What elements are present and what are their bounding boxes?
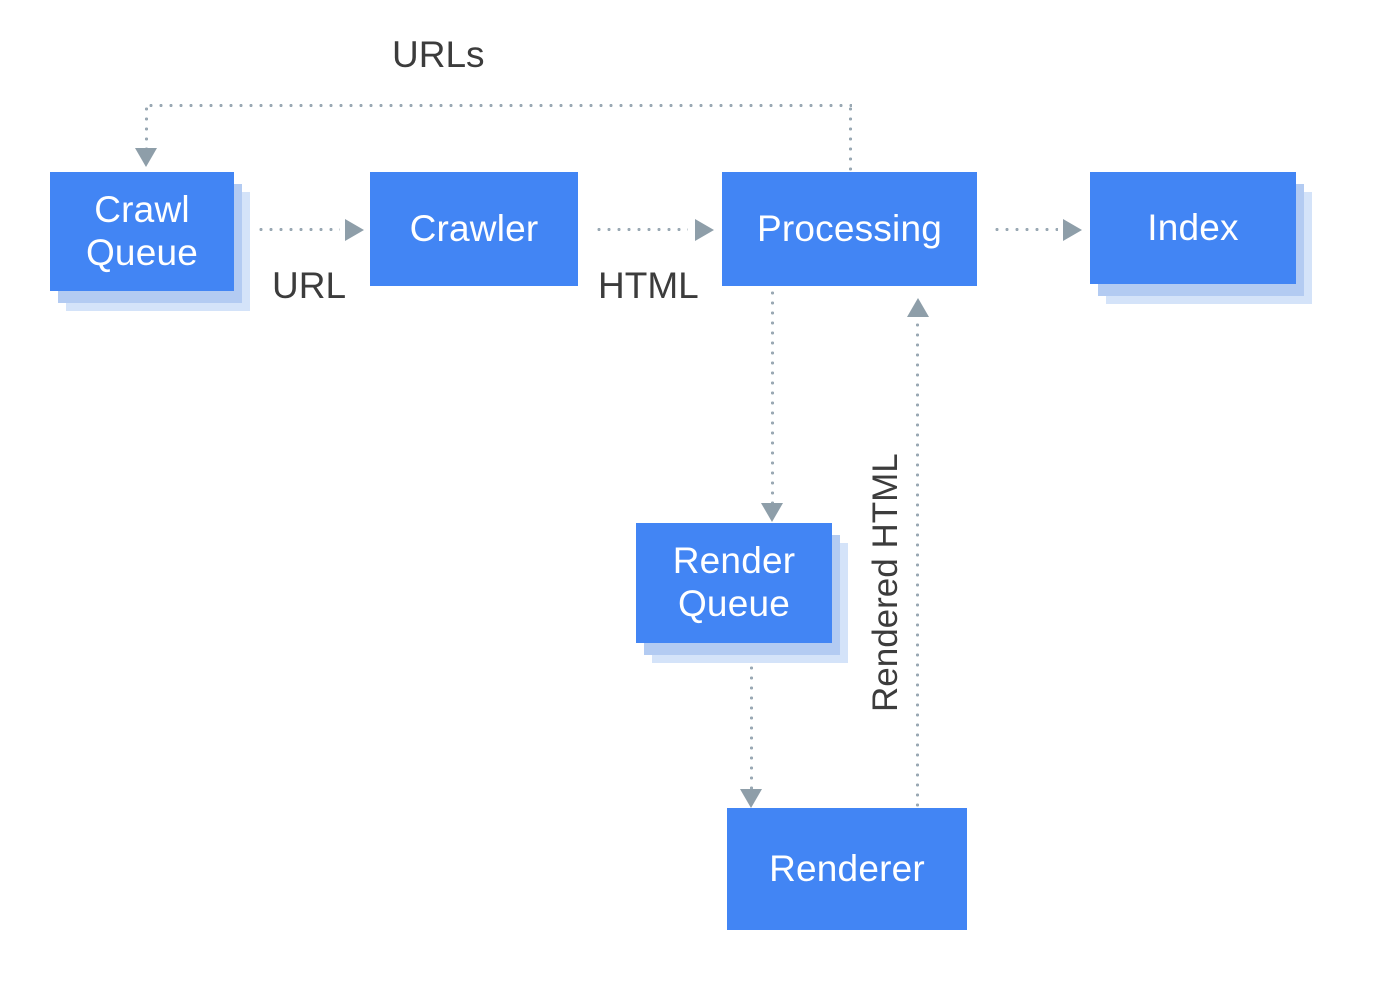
edge-label-html: HTML	[598, 265, 699, 306]
node-renderer-label: Renderer	[769, 847, 925, 889]
node-processing-label: Processing	[756, 207, 943, 249]
edge-html-arrowhead-icon	[695, 219, 714, 241]
edge-label-urls: URLs	[392, 34, 485, 75]
edge-urls-left-drop	[145, 104, 148, 151]
edge-urls-right-riser	[849, 104, 852, 172]
edge-label-url: URL	[272, 265, 347, 306]
edge-to-renderer-line	[750, 663, 753, 791]
node-processing[interactable]: Processing	[722, 172, 977, 286]
edge-to-index-arrowhead-icon	[1063, 219, 1082, 241]
node-render-queue-label: Render Queue	[672, 540, 796, 624]
node-crawler-label: Crawler	[409, 207, 539, 249]
edge-rendered-html-line	[916, 320, 919, 810]
node-crawler[interactable]: Crawler	[370, 172, 578, 286]
edge-to-render-queue-line	[771, 288, 774, 504]
edge-to-index-line	[992, 228, 1058, 231]
node-crawl-queue[interactable]: Crawl Queue	[50, 172, 234, 291]
edge-rendered-html-arrowhead-icon	[907, 298, 929, 317]
edge-urls-arrowhead-icon	[135, 148, 157, 167]
node-crawl-queue-label: Crawl Queue	[85, 188, 199, 273]
edge-to-renderer-arrowhead-icon	[740, 789, 762, 808]
node-render-queue[interactable]: Render Queue	[636, 523, 832, 643]
edge-url-line	[256, 228, 340, 231]
edge-urls-horizontal-segment	[146, 104, 852, 107]
edge-to-render-queue-arrowhead-icon	[761, 503, 783, 522]
node-renderer[interactable]: Renderer	[727, 808, 967, 930]
edge-url-arrowhead-icon	[345, 219, 364, 241]
node-index-label: Index	[1147, 206, 1239, 248]
edge-label-rendered-html: Rendered HTML	[866, 453, 905, 712]
node-index[interactable]: Index	[1090, 172, 1296, 284]
edge-html-line	[594, 228, 688, 231]
